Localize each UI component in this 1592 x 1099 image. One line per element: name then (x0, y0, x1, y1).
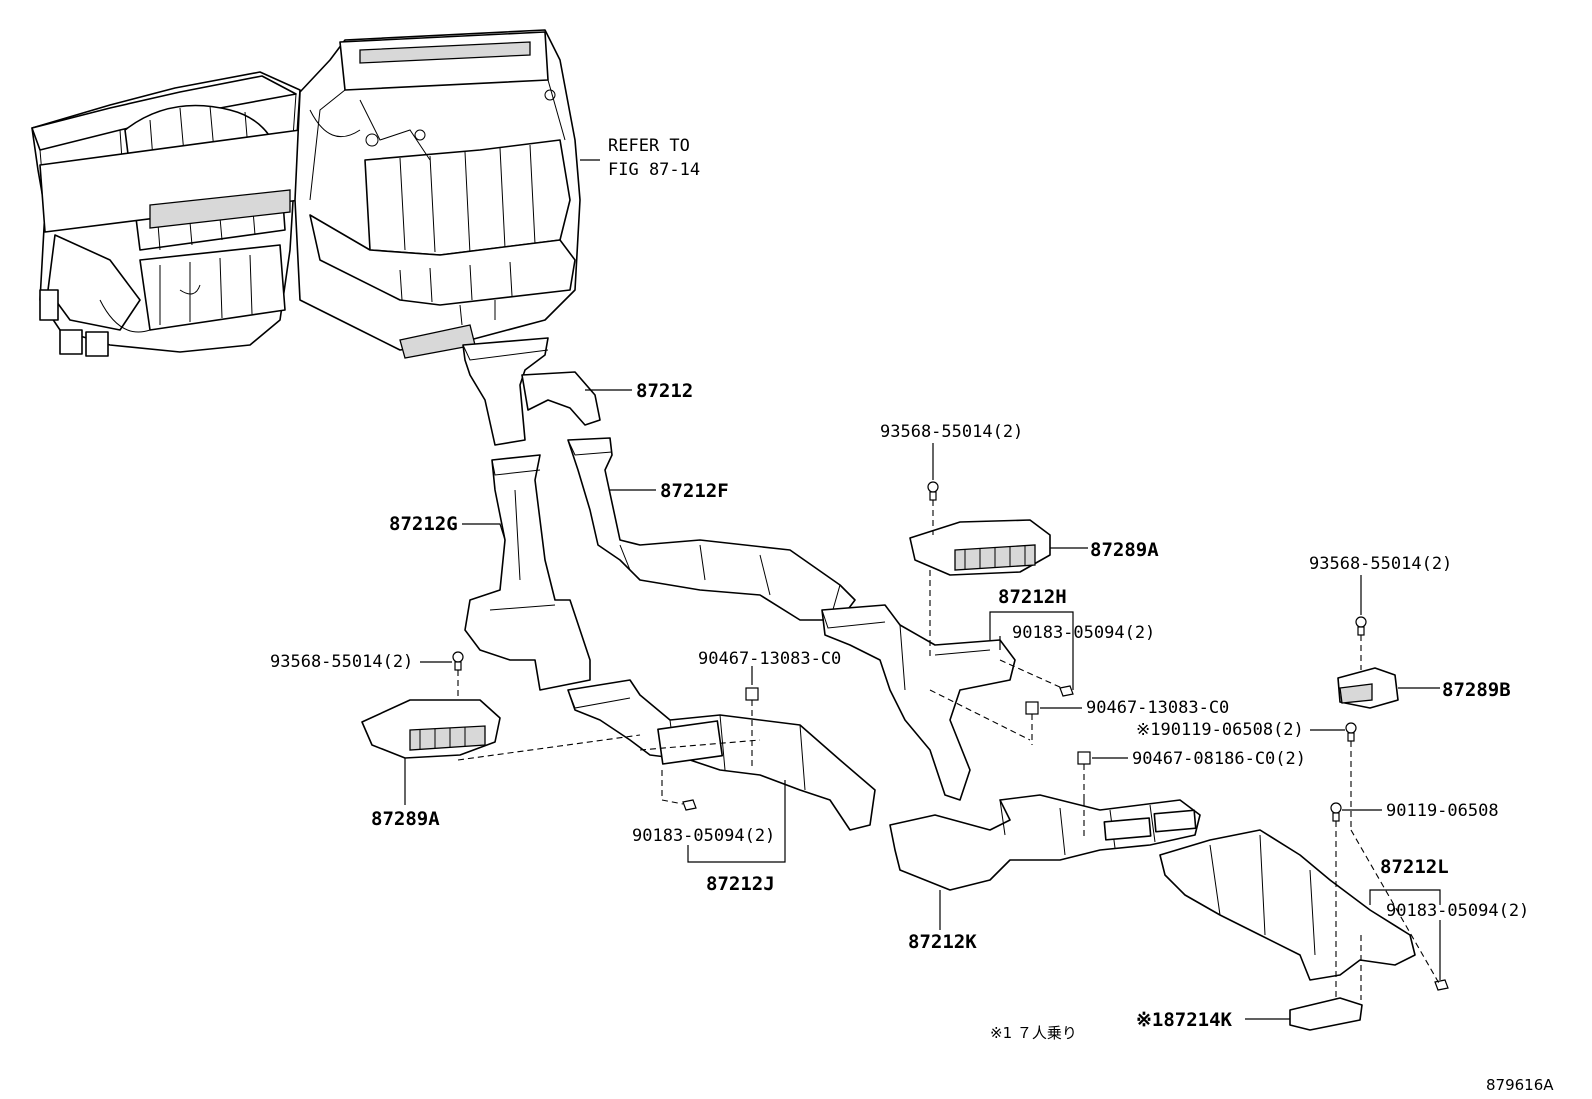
duct-87212 (462, 337, 632, 446)
hvac-unit-assembly (31, 29, 581, 359)
screw-93568-right (1355, 575, 1367, 670)
label-87289B: 87289B (1442, 679, 1511, 701)
register-87289A-left (361, 699, 501, 805)
duct-87212K (889, 794, 1201, 930)
screw-93568-left (420, 651, 464, 700)
label-87212G: 87212G (389, 513, 458, 535)
label-87214K: ※187214K (1136, 1009, 1233, 1031)
label-90183-H: 90183-05094(2) (1012, 623, 1155, 643)
label-90467-08186: 90467-08186-C0(2) (1132, 749, 1306, 769)
label-87212J: 87212J (706, 873, 775, 895)
label-90183-J: 90183-05094(2) (632, 826, 775, 846)
screw-90119-06508-note (1310, 722, 1357, 830)
duct-87212J (567, 679, 876, 863)
alignment-lines (457, 570, 1441, 1000)
label-93568-left: 93568-55014(2) (270, 652, 413, 672)
label-90119-06508-note: ※190119-06508(2) (1136, 720, 1304, 740)
label-87212: 87212 (636, 380, 693, 402)
screw-93568-top (927, 443, 939, 535)
label-87212L: 87212L (1380, 856, 1449, 878)
duct-87212H (821, 604, 1074, 801)
nut-90183-H (1059, 685, 1074, 697)
label-87212H: 87212H (998, 586, 1067, 608)
register-87289A-top (909, 519, 1088, 576)
nut-90183-J (661, 770, 697, 811)
refer-fig-label: FIG 87-14 (608, 160, 700, 180)
refer-to-label: REFER TO (608, 136, 690, 156)
duct-87212G (462, 454, 591, 691)
clip-90467-13083-left (745, 666, 759, 770)
label-87212K: 87212K (908, 931, 977, 953)
label-93568-top: 93568-55014(2) (880, 422, 1023, 442)
label-90183-L: 90183-05094(2) (1386, 901, 1529, 921)
clip-90467-08186 (1077, 751, 1128, 800)
figure-id: 879616A (1486, 1076, 1554, 1094)
label-90467-13083-left: 90467-13083-C0 (698, 649, 841, 669)
clip-90467-13083-right (1025, 701, 1082, 745)
label-93568-right: 93568-55014(2) (1309, 554, 1452, 574)
bracket-87214K (1245, 997, 1363, 1031)
label-90467-13083-right: 90467-13083-C0 (1086, 698, 1229, 718)
register-87289B (1337, 667, 1440, 709)
label-87212F: 87212F (660, 480, 729, 502)
label-87289A-top: 87289A (1090, 539, 1159, 561)
duct-87212F (567, 437, 856, 621)
duct-87212L (1159, 829, 1441, 981)
label-90119-06508: 90119-06508 (1386, 801, 1499, 821)
label-87289A-left: 87289A (371, 808, 440, 830)
footnote: ※1 ７人乗り (990, 1024, 1077, 1042)
screw-90119-06508 (1330, 802, 1382, 1000)
